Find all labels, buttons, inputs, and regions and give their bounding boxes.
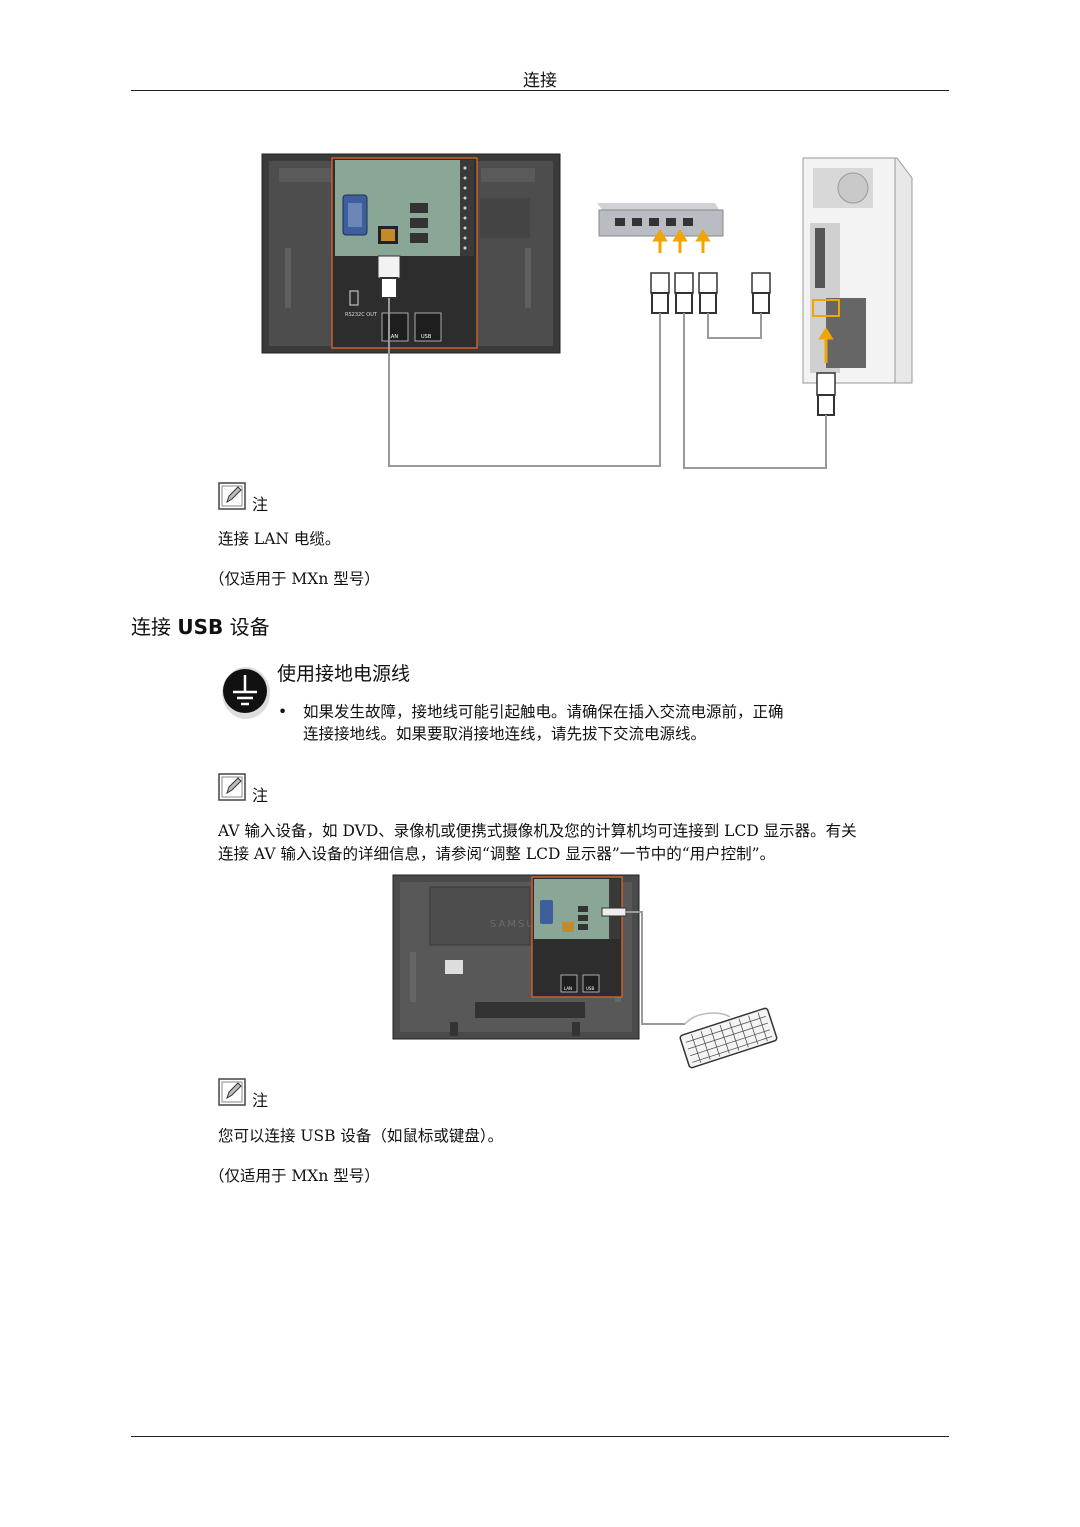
model-restriction-text: （仅适用于 MXn 型号） [209,570,380,588]
monitor-back-illustration: SAMSUNG LAN USB [392,874,640,1040]
note-label: 注 [252,495,269,514]
header-rule [131,90,949,91]
ground-warning-icon [222,667,270,719]
note-block-2: 注 [218,768,268,806]
usb-cable [626,911,685,1025]
network-hub-illustration [597,203,771,314]
note-label: 注 [252,786,269,805]
pc-tower-illustration [802,157,913,416]
page-header-title: 连接 [523,71,557,91]
note-text: 您可以连接 USB 设备（如鼠标或键盘）。 [218,1127,504,1145]
usb-port-label: USB [586,986,594,991]
usb-connection-diagram: SAMSUNG LAN USB [392,874,778,1069]
lan-port-label: LAN [564,986,572,991]
note-text: 连接 LAN 电缆。 [218,530,341,548]
lan-connection-diagram: RS232C OUT LAN USB [261,153,913,469]
note-pencil-icon [218,1078,246,1106]
note-text-line-1: AV 输入设备，如 DVD、录像机或便携式摄像机及您的计算机均可连接到 LCD … [218,822,857,840]
model-restriction-text: （仅适用于 MXn 型号） [209,1167,380,1185]
warning-text-line-2: 连接接地线。如果要取消接地连线，请先拔下交流电源线。 [303,725,707,743]
warning-text-line-1: 如果发生故障，接地线可能引起触电。请确保在插入交流电源前，正确 [303,703,784,721]
footer-rule [131,1436,949,1437]
warning-bullet: • [278,703,288,721]
note-block-1: 注 [218,477,268,515]
warning-title: 使用接地电源线 [277,663,411,685]
note-text-line-2: 连接 AV 输入设备的详细信息，请参阅“调整 LCD 显示器”一节中的“用户控制… [218,845,776,863]
note-pencil-icon [218,482,246,510]
keyboard-illustration [679,1007,778,1069]
note-pencil-icon [218,773,246,801]
section-heading: 连接 USB 设备 [131,615,270,639]
note-label: 注 [252,1091,269,1110]
usb-port-label: USB [421,334,432,340]
rs232c-port-label: RS232C OUT [345,312,378,318]
brand-watermark: SAMSUNG [490,919,555,930]
note-block-3: 注 [218,1073,268,1111]
cable-lines [388,298,827,469]
monitor-back-illustration: RS232C OUT LAN USB [261,153,561,354]
lan-port-label: LAN [388,334,398,340]
